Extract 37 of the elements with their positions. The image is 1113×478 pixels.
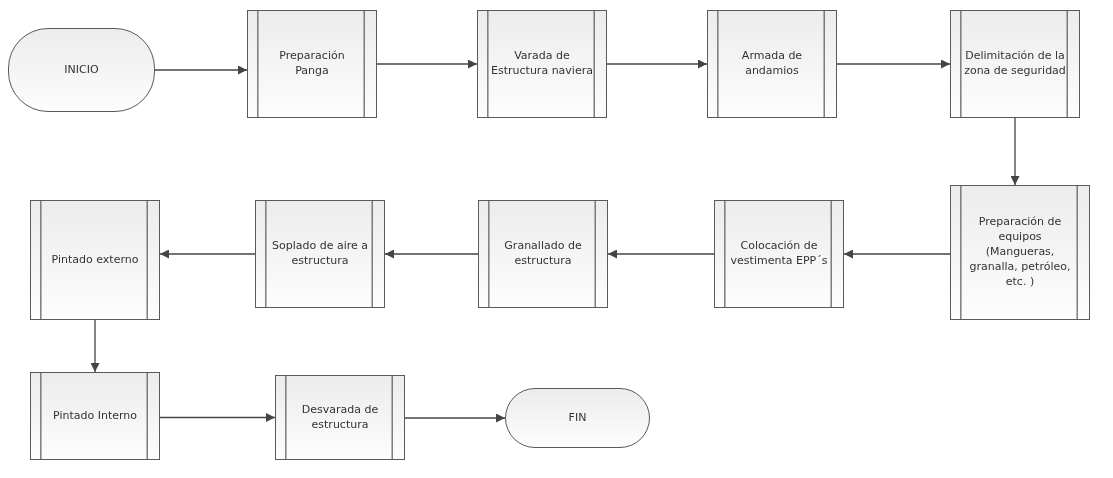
arrow	[1010, 117, 1020, 186]
arrow	[606, 59, 708, 69]
step-label: FIN	[568, 410, 587, 426]
predefined-process-box	[30, 372, 160, 460]
step-label: Armada de andamios	[740, 49, 804, 79]
predefined-process-box	[950, 185, 1090, 320]
step-label: Preparación Panga	[278, 49, 346, 79]
step-label: Pintado Interno	[53, 408, 137, 424]
arrow	[159, 249, 256, 259]
step-label: Desvarada de estructura	[300, 402, 380, 433]
step-label: Granallado de estructura	[503, 239, 583, 269]
terminator-shape	[505, 388, 650, 448]
predefined-process-box	[707, 10, 837, 118]
arrow	[607, 249, 715, 259]
step-label: INICIO	[64, 62, 99, 78]
step-label: Pintado externo	[51, 252, 139, 268]
predefined-process-box	[255, 200, 385, 308]
step-label: Varada de Estructura naviera	[491, 49, 593, 79]
arrow	[384, 249, 479, 259]
predefined-process-box	[714, 200, 844, 308]
arrow	[159, 413, 276, 422]
step-label: Delimitación de la zona de seguridad	[964, 49, 1066, 79]
predefined-process-box	[478, 200, 608, 308]
step-label: Colocación de vestimenta EPP´s	[729, 239, 829, 269]
arrow	[154, 65, 248, 75]
arrow	[843, 249, 951, 259]
arrow	[90, 319, 100, 373]
predefined-process-box	[477, 10, 607, 118]
arrow	[376, 59, 478, 69]
predefined-process-box	[247, 10, 377, 118]
arrow	[404, 413, 506, 423]
step-label: Soplado de aire a estructura	[271, 239, 369, 269]
arrow	[836, 59, 951, 69]
predefined-process-box	[275, 375, 405, 460]
predefined-process-box	[950, 10, 1080, 118]
step-label: Preparación de equipos (Mangueras, granalla, petróleo, etc. )	[968, 215, 1072, 290]
predefined-process-box	[30, 200, 160, 320]
